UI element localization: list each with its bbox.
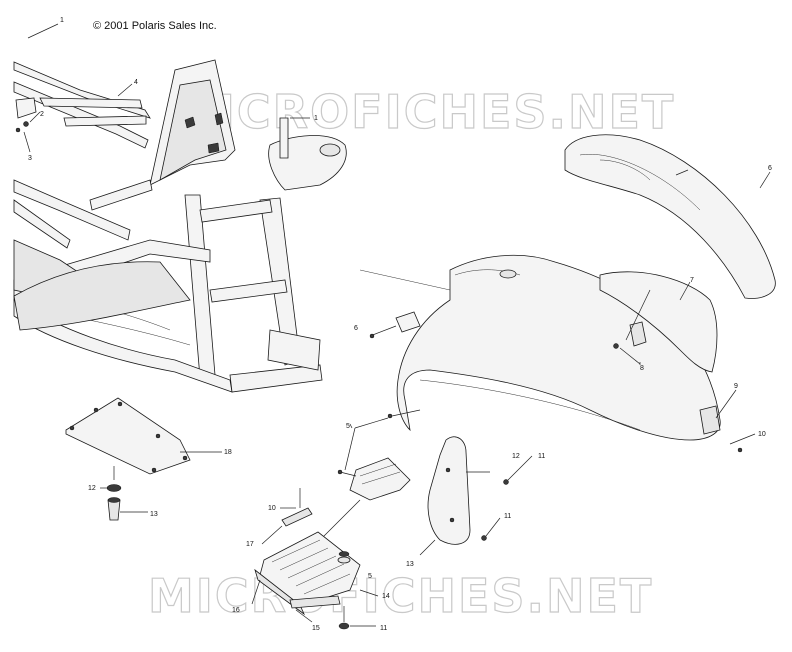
callout-12-left: 12 <box>88 485 96 492</box>
skid-plate-18 <box>65 397 191 480</box>
callout-1: 1 <box>60 17 64 24</box>
strip-17 <box>261 488 313 545</box>
callout-13-flap: 13 <box>406 561 414 568</box>
hardware-lower <box>337 551 376 630</box>
callout-10: 10 <box>758 431 766 438</box>
fender-bolts <box>344 409 421 471</box>
callout-11-bottom: 11 <box>380 625 387 632</box>
callout-8: 8 <box>640 365 644 372</box>
callout-6: 6 <box>768 165 772 172</box>
hardware-right <box>613 281 756 453</box>
copyright-notice: © 2001 Polaris Sales Inc. <box>93 20 217 32</box>
callout-14: 14 <box>382 593 390 600</box>
callout-11-lower: 11 <box>504 513 511 520</box>
watermark-bottom: MICROFICHES.NET <box>148 569 653 623</box>
foot-bracket <box>319 457 411 541</box>
frame-assembly <box>13 59 347 393</box>
callout-4: 4 <box>134 79 138 86</box>
front-fender-7 <box>396 254 721 441</box>
callout-18: 18 <box>224 449 232 456</box>
callout-11: 11 <box>538 453 545 460</box>
callout-16: 16 <box>232 607 240 614</box>
front-cover-6 <box>564 134 776 299</box>
callout-13: 13 <box>150 511 158 518</box>
callout-10-left: 10 <box>268 505 276 512</box>
mud-flap-13 <box>419 436 490 556</box>
callout-9: 9 <box>734 383 738 390</box>
callout-5-lower: 5 <box>368 573 372 580</box>
leader-lines <box>23 23 771 623</box>
hardware-11 <box>481 455 533 541</box>
nut-and-bolt-left <box>100 484 148 521</box>
callout-12: 12 <box>512 453 520 460</box>
callout-3: 3 <box>28 155 32 162</box>
callout-1-upper: 1 <box>314 115 318 122</box>
callout-2: 2 <box>40 111 44 118</box>
callout-15: 15 <box>312 625 320 632</box>
callout-7: 7 <box>690 277 694 284</box>
callout-17: 17 <box>246 541 254 548</box>
footrest-14 <box>254 531 361 616</box>
callout-6-bracket: 6 <box>354 325 358 332</box>
callout-5: 5 <box>346 423 350 430</box>
fender-bracket <box>359 269 451 339</box>
watermark-top: MICROFICHES.NET <box>170 85 675 139</box>
